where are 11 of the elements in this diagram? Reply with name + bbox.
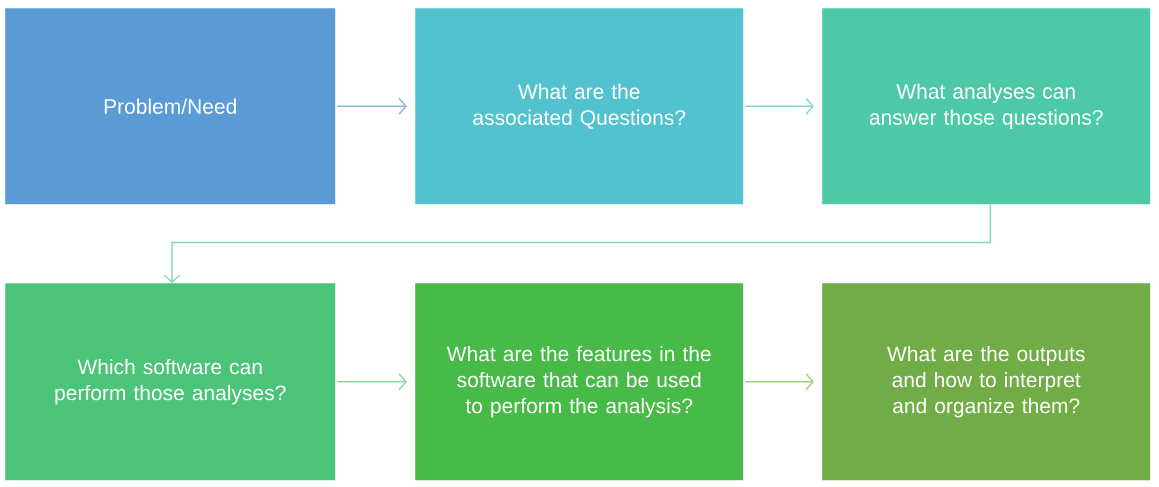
process-box: What are the outputs and how to interpret and organize them? [822, 283, 1151, 481]
process-box: Which software can perform those analyses? [5, 283, 336, 481]
process-box: What are the associated Questions? [415, 8, 744, 205]
process-box: What are the features in the software that can be used to perform the analysis? [415, 283, 744, 481]
process-box: Problem/Need [5, 8, 336, 205]
arrow [336, 97, 407, 115]
arrow [163, 203, 992, 283]
arrow [744, 372, 814, 391]
process-box: What analyses can answer those questions? [822, 8, 1151, 205]
arrow [744, 97, 814, 115]
arrow [336, 372, 407, 391]
